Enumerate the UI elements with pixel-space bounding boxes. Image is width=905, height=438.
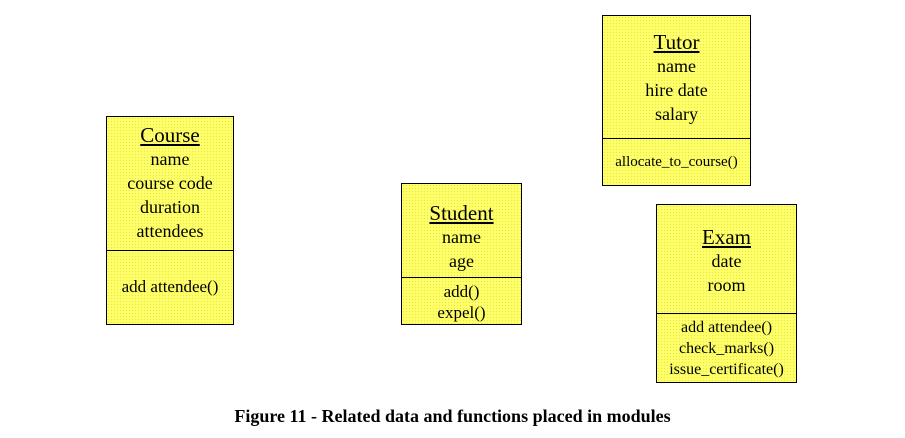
exam-attr-date: date: [711, 251, 742, 271]
course-attr-attendees: attendees: [136, 221, 204, 241]
exam-func-add-attendee: add attendee(): [680, 318, 773, 336]
student-attr-name: name: [442, 227, 481, 247]
student-func-expel: expel(): [437, 302, 486, 322]
exam-title: Exam: [702, 225, 751, 249]
exam-data-section: Exam date room: [657, 205, 796, 314]
tutor-title: Tutor: [653, 30, 700, 54]
course-func-add-attendee: add attendee(): [121, 277, 219, 296]
course-attr-course-code: course code: [127, 173, 213, 193]
tutor-func-allocate-to-course: allocate_to_course(): [615, 153, 738, 170]
tutor-attr-hire-date: hire date: [645, 80, 708, 100]
course-data-section: Course name course code duration attende…: [107, 117, 233, 251]
course-function-section: add attendee(): [107, 251, 233, 324]
tutor-attr-salary: salary: [655, 104, 698, 124]
student-data-section: Student name age: [402, 184, 521, 278]
tutor-function-section: allocate_to_course(): [603, 139, 750, 185]
course-attr-duration: duration: [140, 197, 200, 217]
student-function-section: add() expel(): [402, 278, 521, 324]
course-module: Course name course code duration attende…: [106, 116, 234, 325]
student-func-add: add(): [443, 281, 480, 301]
tutor-attr-name: name: [657, 56, 696, 76]
student-module: Student name age add() expel(): [401, 183, 522, 325]
figure-caption: Figure 11 - Related data and functions p…: [234, 406, 671, 426]
student-title: Student: [429, 201, 494, 225]
course-title: Course: [140, 123, 200, 147]
exam-func-check-marks: check_marks(): [678, 339, 775, 357]
exam-func-issue-certificate: issue_certificate(): [669, 360, 784, 378]
exam-module: Exam date room add attendee() check_mark…: [656, 204, 797, 383]
student-attr-age: age: [449, 251, 474, 271]
exam-function-section: add attendee() check_marks() issue_certi…: [657, 314, 796, 382]
exam-attr-room: room: [707, 275, 746, 295]
course-attr-name: name: [150, 149, 190, 169]
tutor-module: Tutor name hire date salary allocate_to_…: [602, 15, 751, 186]
tutor-data-section: Tutor name hire date salary: [603, 16, 750, 139]
